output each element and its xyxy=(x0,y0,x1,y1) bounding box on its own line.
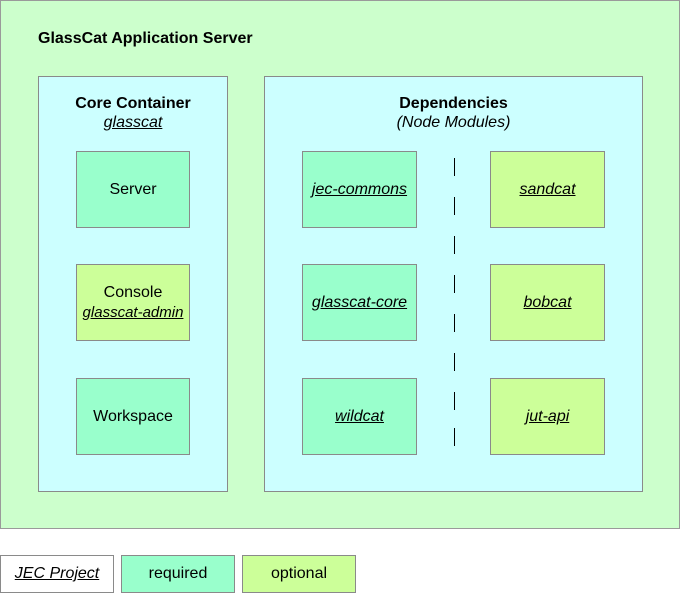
dependencies-heading: Dependencies xyxy=(399,95,508,112)
legend-jec-project: JEC Project xyxy=(0,555,114,593)
separator-dash xyxy=(454,392,455,410)
module-label: bobcat xyxy=(523,293,572,311)
core-container-subheading: glasscat xyxy=(103,114,163,131)
console-box: Console glasscat-admin xyxy=(76,264,190,341)
workspace-box: Workspace xyxy=(76,378,190,455)
console-box-label: Console xyxy=(103,283,163,301)
module-glasscat-core: glasscat-core xyxy=(302,264,417,341)
separator-dash xyxy=(454,197,455,215)
legend-jec-project-label: JEC Project xyxy=(14,565,100,582)
module-label: sandcat xyxy=(519,180,576,198)
separator-dash xyxy=(454,236,455,254)
module-jec-commons: jec-commons xyxy=(302,151,417,228)
legend-optional: optional xyxy=(242,555,356,593)
workspace-box-label: Workspace xyxy=(93,407,173,425)
separator-dash xyxy=(454,158,455,176)
module-label: glasscat-core xyxy=(311,293,408,311)
server-box-label: Server xyxy=(109,180,157,198)
module-wildcat: wildcat xyxy=(302,378,417,455)
separator-dash xyxy=(454,314,455,332)
console-box-sublabel: glasscat-admin xyxy=(82,303,184,321)
legend-optional-label: optional xyxy=(270,565,328,582)
legend-required: required xyxy=(121,555,235,593)
server-title: GlassCat Application Server xyxy=(38,30,253,47)
legend-required-label: required xyxy=(148,565,208,582)
core-container-heading: Core Container xyxy=(75,95,191,112)
module-sandcat: sandcat xyxy=(490,151,605,228)
module-label: jut-api xyxy=(525,407,570,425)
module-label: jec-commons xyxy=(311,180,408,198)
server-box: Server xyxy=(76,151,190,228)
separator-dash xyxy=(454,428,455,446)
module-label: wildcat xyxy=(335,407,384,425)
separator-dash xyxy=(454,275,455,293)
dependencies-subheading: (Node Modules) xyxy=(396,114,511,131)
module-jut-api: jut-api xyxy=(490,378,605,455)
dependencies-header: Dependencies (Node Modules) xyxy=(264,94,643,132)
separator-dash xyxy=(454,353,455,371)
core-container-header: Core Container glasscat xyxy=(38,94,228,132)
module-bobcat: bobcat xyxy=(490,264,605,341)
